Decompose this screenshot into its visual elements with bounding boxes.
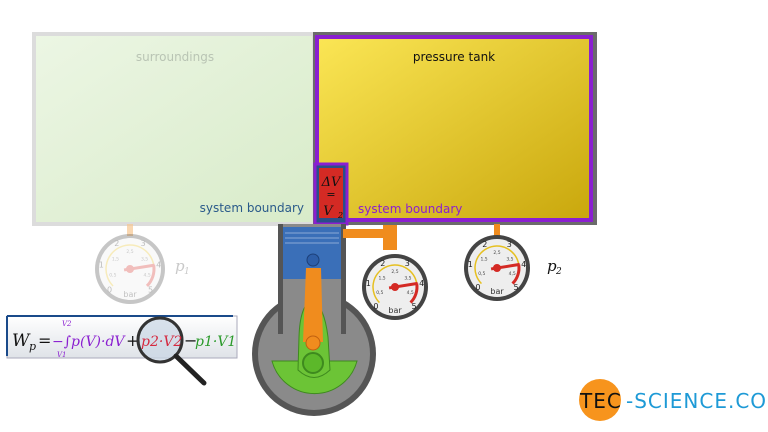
gauge-tick-label: 0 — [107, 286, 112, 295]
formula-eq: = — [38, 331, 51, 350]
tank-label: pressure tank — [413, 50, 495, 64]
gauge-tick-label: 0 — [475, 283, 480, 292]
surroundings-region: surroundings system boundary — [32, 32, 316, 226]
formula-lower-limit: V1 — [57, 351, 67, 359]
svg-text:3,5: 3,5 — [506, 257, 513, 263]
svg-text:3,5: 3,5 — [141, 256, 148, 262]
pressure-gauge-p2: 0 1 2 3 4 5 0,5 1,5 2,5 3,5 4,5 bar — [464, 235, 530, 301]
gauge-tick-label: 4 — [419, 279, 424, 288]
gauge-tick-label: 1 — [366, 279, 371, 288]
gauge-tick-label: 5 — [148, 286, 153, 295]
tec-science-logo: TEC -SCIENCE.COM — [579, 379, 768, 421]
svg-text:2,5: 2,5 — [391, 269, 398, 275]
pressure-gauge-cylinder: 0 1 2 3 4 5 0,5 1,5 2,5 3,5 4,5 bar — [362, 254, 428, 320]
formula-lhs-sub: p — [29, 340, 36, 353]
formula-upper-limit: V2 — [62, 320, 72, 328]
v2-subscript: 2 — [337, 211, 343, 220]
svg-text:4,5: 4,5 — [407, 290, 414, 296]
p2-label: p 2 — [547, 257, 562, 277]
gauge-tick-label: 0 — [373, 302, 378, 311]
formula-plus: + — [126, 331, 139, 350]
svg-text:0,5: 0,5 — [109, 273, 116, 279]
delta-v-equals: = — [326, 188, 335, 201]
svg-text:3,5: 3,5 — [404, 276, 411, 282]
svg-text:1,5: 1,5 — [112, 256, 119, 262]
svg-text:4,5: 4,5 — [144, 273, 151, 279]
svg-text:p: p — [175, 257, 185, 275]
tank-boundary-label: system boundary — [358, 202, 462, 216]
gauge-tick-label: 3 — [405, 259, 410, 268]
svg-text:1,5: 1,5 — [378, 276, 385, 282]
pressure-tank: pressure tank system boundary — [313, 32, 597, 225]
delta-v-box: ΔV = V 2 — [313, 162, 349, 226]
gauge-unit: bar — [123, 290, 137, 299]
formula-integral: −∫p(V)·dV — [52, 334, 126, 350]
svg-text:p: p — [547, 257, 557, 275]
svg-text:1: 1 — [184, 267, 190, 277]
work-formula: W p = −∫p(V)·dV V2 V1 + p2·V2 − p1·V1 — [6, 315, 238, 386]
formula-term-p1v1: p1·V1 — [195, 334, 236, 350]
gauge-tick-label: 5 — [412, 302, 417, 311]
gauge-unit: bar — [490, 287, 504, 296]
surroundings-boundary-label: system boundary — [200, 201, 304, 215]
svg-text:1,5: 1,5 — [480, 257, 487, 263]
v2-label: V — [323, 204, 334, 219]
connecting-rod — [303, 268, 323, 342]
surroundings-label: surroundings — [136, 50, 214, 64]
formula-term-p2v2: p2·V2 — [141, 334, 182, 350]
gauge-tick-label: 2 — [114, 239, 119, 248]
p1-label: p 1 — [175, 257, 190, 277]
svg-text:0,5: 0,5 — [478, 271, 485, 277]
piston-engine — [252, 224, 376, 416]
gauge-needle — [123, 263, 155, 272]
pressure-gauge-p1: 0 1 2 3 4 5 0,5 1,5 2,5 3,5 4,5 bar — [95, 234, 165, 304]
delta-v-label: ΔV — [321, 175, 342, 190]
gauge-tick-label: 1 — [99, 260, 104, 269]
gauge-tick-label: 3 — [507, 240, 512, 249]
svg-text:-SCIENCE.COM: -SCIENCE.COM — [626, 389, 768, 413]
gauge-tick-label: 4 — [521, 260, 526, 269]
formula-lhs: W — [12, 331, 31, 351]
magnifier-icon — [136, 316, 184, 364]
gauge-tick-label: 3 — [141, 239, 146, 248]
gauge-tick-label: 4 — [156, 260, 161, 269]
svg-text:2: 2 — [555, 267, 562, 277]
svg-text:TEC: TEC — [579, 389, 622, 413]
svg-text:2,5: 2,5 — [126, 249, 133, 255]
gauge-unit: bar — [388, 306, 402, 315]
gauge-tick-label: 2 — [380, 259, 385, 268]
piston-pin — [306, 253, 320, 267]
gauge-tick-label: 5 — [514, 283, 519, 292]
formula-minus: − — [184, 331, 197, 350]
gauge-tick-label: 1 — [468, 260, 473, 269]
svg-text:2,5: 2,5 — [493, 250, 500, 256]
svg-text:4,5: 4,5 — [509, 271, 516, 277]
svg-text:0,5: 0,5 — [376, 290, 383, 296]
gauge-tick-label: 2 — [482, 240, 487, 249]
